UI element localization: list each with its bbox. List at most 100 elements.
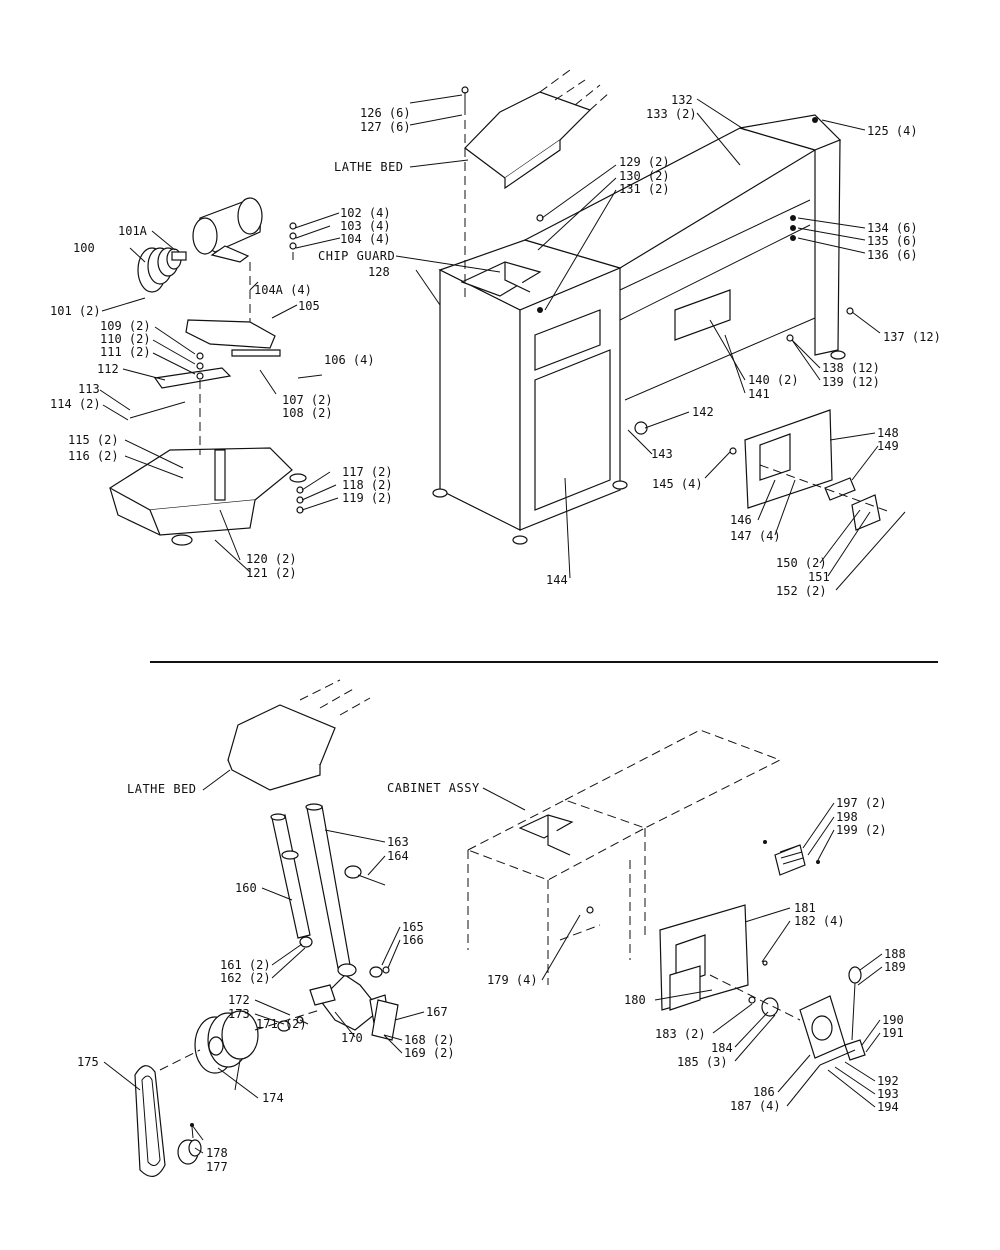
label-119: 119 (2) — [342, 491, 393, 505]
label-171: 171 (2) — [256, 1017, 307, 1031]
label-190: 190 — [882, 1013, 904, 1027]
label-141: 141 — [748, 387, 770, 401]
label-150: 150 (2) — [776, 556, 827, 570]
label-191: 191 — [882, 1026, 904, 1040]
label-182: 182 (4) — [794, 914, 845, 928]
label-148: 148 — [877, 426, 899, 440]
label-199: 199 (2) — [836, 823, 887, 837]
label-108: 108 (2) — [282, 406, 333, 420]
motor-mount-assembly — [108, 197, 307, 546]
label-127: 127 (6) — [360, 120, 411, 134]
label-138: 138 (12) — [822, 361, 880, 375]
label-137: 137 (12) — [883, 330, 941, 344]
lathe-bed-bottom — [227, 679, 371, 791]
label-149: 149 — [877, 439, 899, 453]
label-186: 186 — [753, 1085, 775, 1099]
label-104a: 104A (4) — [254, 283, 312, 297]
pulley-assembly — [134, 803, 399, 1177]
label-132: 132 — [671, 93, 693, 107]
cabinet-stand — [432, 114, 891, 545]
label-197: 197 (2) — [836, 796, 887, 810]
label-152: 152 (2) — [776, 584, 827, 598]
motor-plate — [185, 319, 276, 349]
label-173: 173 — [228, 1007, 250, 1021]
callout-labels-top: 100 101A 101 (2) 102 (4) 103 (4) 104 (4)… — [50, 93, 941, 598]
switch-panel-assembly — [659, 840, 866, 1066]
motor-base — [108, 447, 307, 546]
label-106: 106 (4) — [324, 353, 375, 367]
label-chip-guard: CHIP GUARD — [318, 249, 395, 263]
label-139: 139 (12) — [822, 375, 880, 389]
cabinet-assembly-outline — [466, 729, 782, 985]
label-130: 130 (2) — [619, 169, 670, 183]
label-151: 151 — [808, 570, 830, 584]
label-172: 172 — [228, 993, 250, 1007]
label-136: 136 (6) — [867, 248, 918, 262]
label-146: 146 — [730, 513, 752, 527]
label-107: 107 (2) — [282, 393, 333, 407]
label-180: 180 — [624, 993, 646, 1007]
label-147: 147 (4) — [730, 529, 781, 543]
label-114: 114 (2) — [50, 397, 101, 411]
label-115: 115 (2) — [68, 433, 119, 447]
label-163: 163 — [387, 835, 409, 849]
label-174: 174 — [262, 1091, 284, 1105]
label-117: 117 (2) — [342, 465, 393, 479]
washer-stack — [196, 222, 304, 514]
label-135: 135 (6) — [867, 234, 918, 248]
leader-lines-top — [99, 94, 906, 591]
label-162: 162 (2) — [220, 971, 271, 985]
label-129: 129 (2) — [619, 155, 670, 169]
label-179: 179 (4) — [487, 973, 538, 987]
label-100: 100 — [73, 241, 95, 255]
motor-pulley — [137, 247, 187, 293]
label-121: 121 (2) — [246, 566, 297, 580]
label-101a: 101A — [118, 224, 148, 238]
label-105: 105 — [298, 299, 320, 313]
label-181: 181 — [794, 901, 816, 915]
label-194: 194 — [877, 1100, 899, 1114]
label-175: 175 — [77, 1055, 99, 1069]
lathe-bed-top — [461, 69, 611, 300]
label-178: 178 — [206, 1146, 228, 1160]
label-104: 104 (4) — [340, 232, 391, 246]
label-144: 144 — [546, 573, 568, 587]
label-111: 111 (2) — [100, 345, 151, 359]
label-lathe-bed-top: LATHE BED — [334, 160, 404, 174]
label-131: 131 (2) — [619, 182, 670, 196]
label-lathe-bed-bottom: LATHE BED — [127, 782, 197, 796]
label-cabinet-assy: CABINET ASSY — [387, 781, 480, 795]
label-184: 184 — [711, 1041, 733, 1055]
label-185: 185 (3) — [677, 1055, 728, 1069]
label-183: 183 (2) — [655, 1027, 706, 1041]
label-116: 116 (2) — [68, 449, 119, 463]
label-109: 109 (2) — [100, 319, 151, 333]
label-166: 166 — [402, 933, 424, 947]
label-145: 145 (4) — [652, 477, 703, 491]
label-160: 160 — [235, 881, 257, 895]
label-113: 113 — [78, 382, 100, 396]
label-170: 170 — [341, 1031, 363, 1045]
label-177: 177 — [206, 1160, 228, 1174]
variable-pulley — [194, 1010, 259, 1074]
drive-belt — [134, 1065, 166, 1177]
label-169: 169 (2) — [404, 1046, 455, 1060]
label-118: 118 (2) — [342, 478, 393, 492]
label-133: 133 (2) — [646, 107, 697, 121]
label-187: 187 (4) — [730, 1099, 781, 1113]
label-134: 134 (6) — [867, 221, 918, 235]
label-168: 168 (2) — [404, 1033, 455, 1047]
label-102: 102 (4) — [340, 206, 391, 220]
label-161: 161 (2) — [220, 958, 271, 972]
label-126: 126 (6) — [360, 106, 411, 120]
label-198: 198 — [836, 810, 858, 824]
label-128: 128 — [368, 265, 390, 279]
label-101: 101 (2) — [50, 304, 101, 318]
label-165: 165 — [402, 920, 424, 934]
label-112: 112 — [97, 362, 119, 376]
label-140: 140 (2) — [748, 373, 799, 387]
label-120: 120 (2) — [246, 552, 297, 566]
label-103: 103 (4) — [340, 219, 391, 233]
